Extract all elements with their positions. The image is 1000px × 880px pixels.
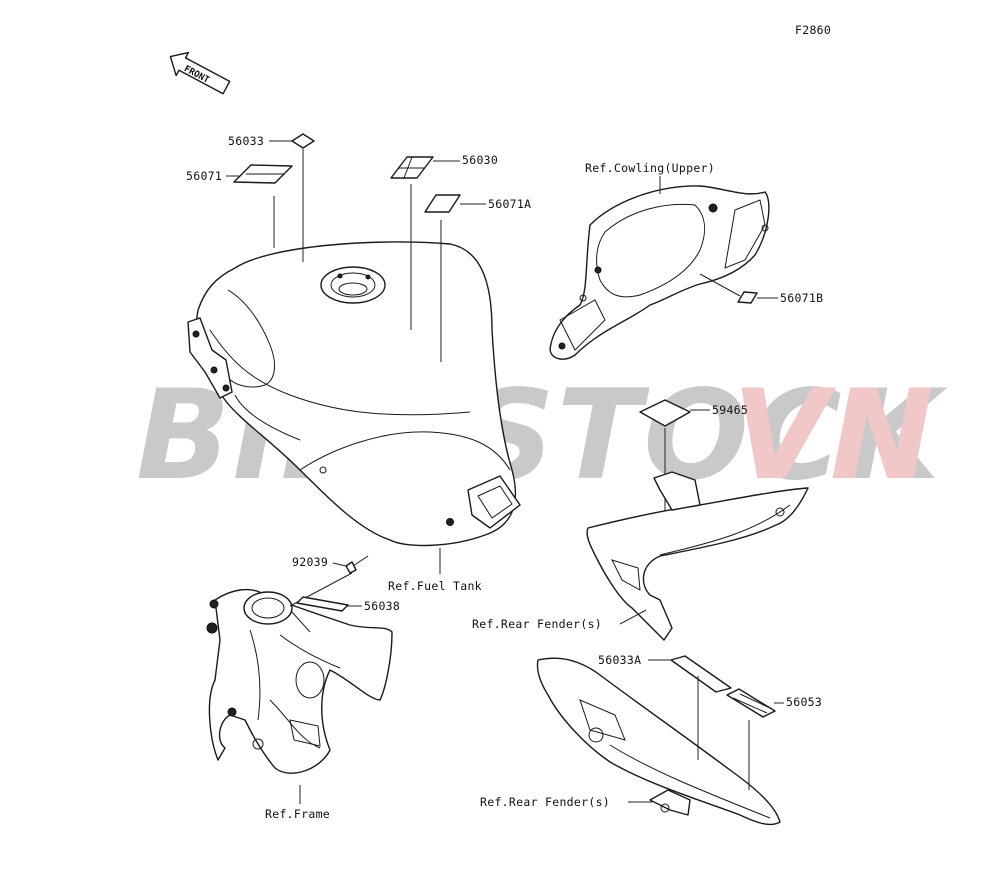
part-label-56033A: 56033A bbox=[598, 653, 641, 667]
clip-92039 bbox=[345, 555, 369, 574]
figure-code: F2860 bbox=[795, 23, 831, 37]
frame-drawing bbox=[206, 588, 393, 774]
rear-fender-lower-drawing bbox=[536, 657, 781, 826]
part-label-56071A: 56071A bbox=[488, 197, 531, 211]
part-label-56071B: 56071B bbox=[780, 291, 823, 305]
label-56071A-sticker bbox=[424, 194, 461, 213]
part-label-92039: 92039 bbox=[292, 555, 328, 569]
part-label-56033: 56033 bbox=[228, 134, 264, 148]
part-label-56053: 56053 bbox=[786, 695, 822, 709]
ref-label-frame: Ref.Frame bbox=[265, 807, 330, 821]
rear-fender-upper-drawing bbox=[586, 471, 809, 641]
label-56033A-sticker bbox=[670, 655, 732, 693]
label-56038-sticker bbox=[296, 596, 349, 612]
part-label-56071: 56071 bbox=[186, 169, 222, 183]
ref-label-fuel-tank: Ref.Fuel Tank bbox=[388, 579, 482, 593]
part-label-56038: 56038 bbox=[364, 599, 400, 613]
ref-label-rear-fender-2: Ref.Rear Fender(s) bbox=[480, 795, 610, 809]
part-label-59465: 59465 bbox=[712, 403, 748, 417]
ref-label-rear-fender-1: Ref.Rear Fender(s) bbox=[472, 617, 602, 631]
ref-label-cowling-upper: Ref.Cowling(Upper) bbox=[585, 161, 715, 175]
label-56053-sticker bbox=[726, 688, 776, 718]
label-56033-sticker bbox=[291, 133, 315, 149]
upper-cowling-drawing bbox=[549, 185, 770, 360]
label-56071B-sticker bbox=[737, 291, 758, 304]
part-label-56030: 56030 bbox=[462, 153, 498, 167]
label-59465-sticker bbox=[639, 399, 691, 427]
front-arrow-icon: FRONT bbox=[169, 51, 231, 95]
fuel-tank-drawing bbox=[187, 241, 521, 547]
watermark-text-red: VN bbox=[732, 364, 936, 508]
